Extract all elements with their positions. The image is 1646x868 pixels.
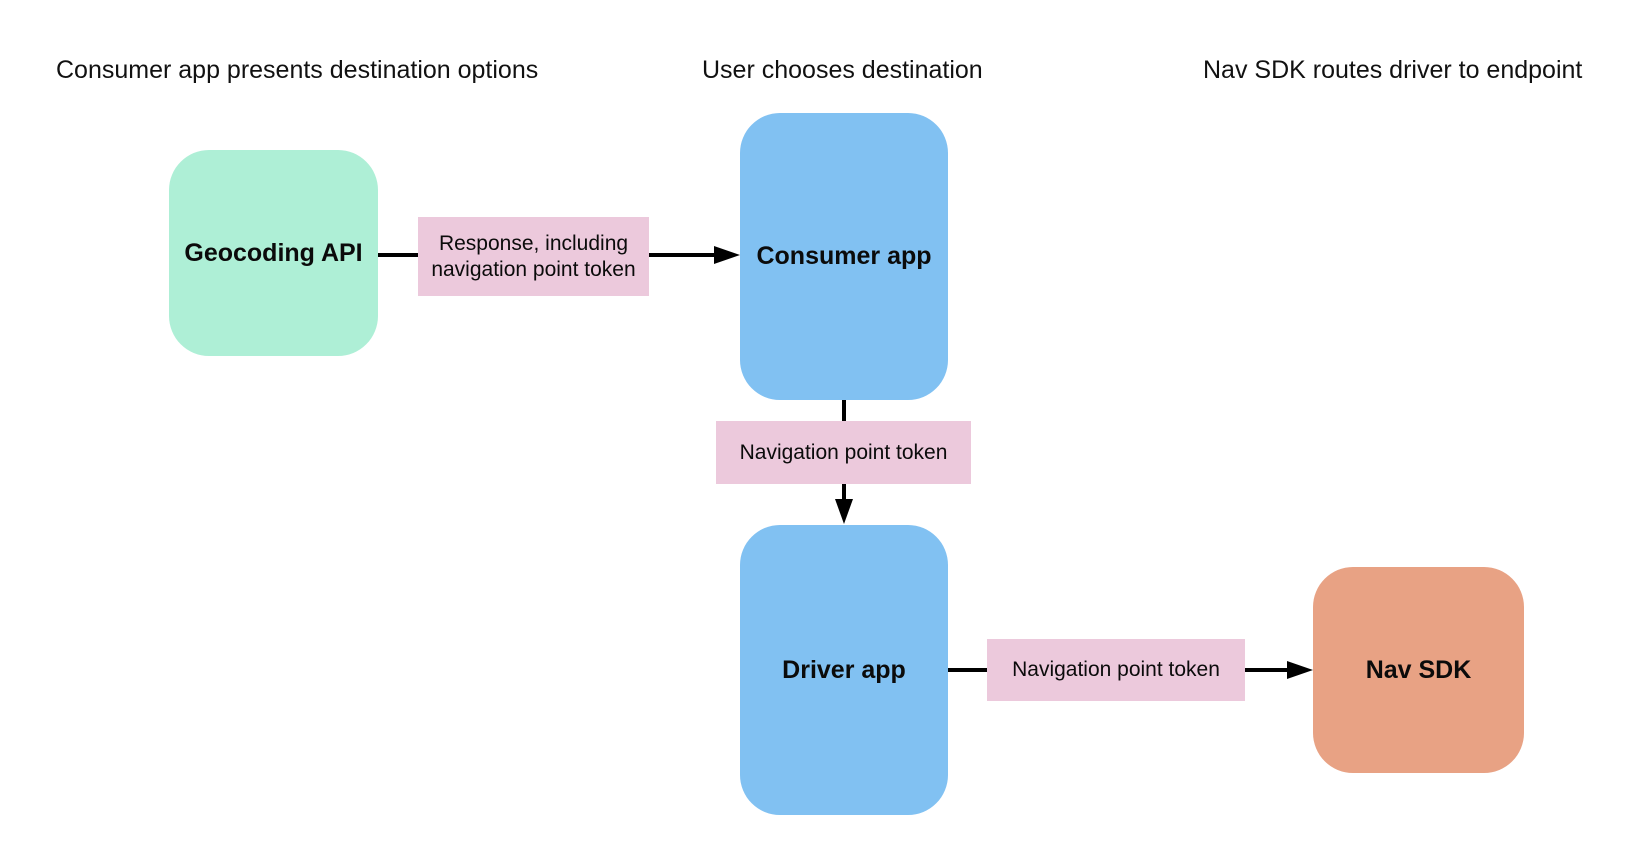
step-header-user-chooses: User chooses destination bbox=[702, 56, 983, 84]
edge-label-response-including-token: Response, including navigation point tok… bbox=[418, 217, 649, 296]
node-consumer-app-label: Consumer app bbox=[756, 242, 932, 270]
node-driver-app: Driver app bbox=[740, 525, 948, 815]
edge-label-navigation-point-token-2-text: Navigation point token bbox=[1012, 658, 1220, 681]
node-geocoding-api-label: Geocoding API bbox=[184, 238, 363, 267]
step-header-navsdk-routes: Nav SDK routes driver to endpoint bbox=[1203, 56, 1583, 84]
edge-label-navigation-point-token-1-text: Navigation point token bbox=[739, 440, 948, 464]
node-driver-app-label: Driver app bbox=[782, 655, 906, 684]
edge-label-navigation-point-token-2: Navigation point token bbox=[987, 639, 1245, 701]
edge-label-response-including-token-text: Response, including navigation point tok… bbox=[431, 231, 636, 281]
edge-label-navigation-point-token-1: Navigation point token bbox=[716, 421, 971, 484]
node-nav-sdk: Nav SDK bbox=[1313, 567, 1524, 773]
node-geocoding-api: Geocoding API bbox=[169, 150, 378, 356]
node-consumer-app: Consumer app bbox=[740, 113, 948, 400]
step-header-consumer-presents: Consumer app presents destination option… bbox=[56, 56, 539, 84]
node-nav-sdk-label: Nav SDK bbox=[1365, 655, 1472, 684]
